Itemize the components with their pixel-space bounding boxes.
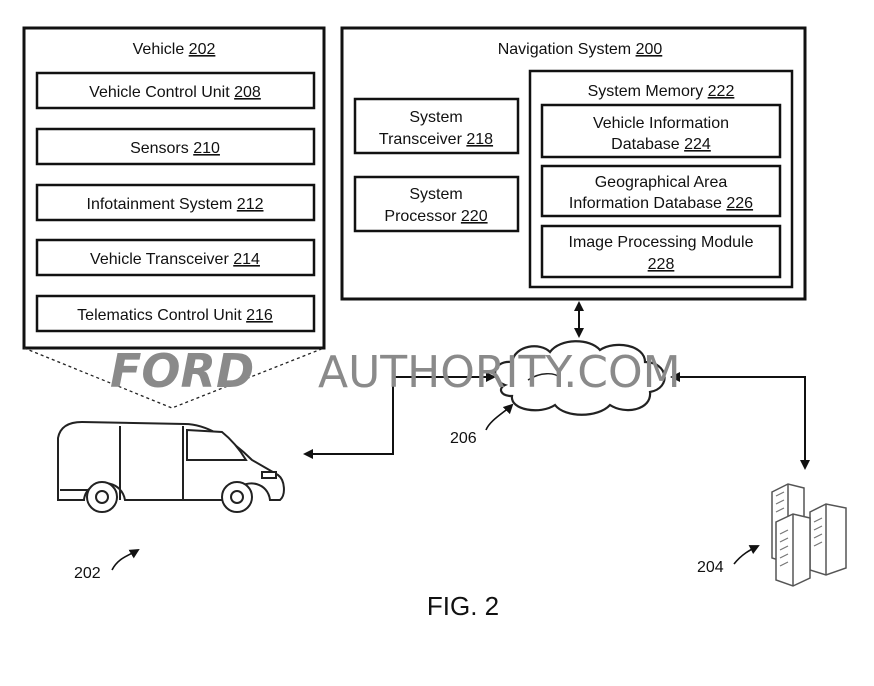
network-ref-label: 206 [450,430,477,447]
geo-area-db-box [540,164,782,218]
vehicle-control-unit-box [35,71,316,110]
navigation-system-block: Navigation System 200 System Transceiver… [340,26,807,301]
vehicle-block: Vehicle 202 Vehicle Control Unit 208 Sen… [22,26,326,350]
telematics-box [35,294,316,333]
cloud-detail-line [527,373,561,381]
watermark-light: AUTHORITY.COM [318,347,681,398]
geo-area-db-line2: Information Database 226 [569,195,753,212]
telematics-label: Telematics Control Unit 216 [77,307,273,324]
server-ref-label: 204 [697,559,724,576]
vehicle-title: Vehicle 202 [133,41,216,58]
infotainment-box [35,183,316,222]
system-transceiver-line2: Transceiver 218 [379,131,493,148]
image-processing-module-ref: 228 [648,256,675,273]
van-ref-label: 202 [74,565,101,582]
navigation-title: Navigation System 200 [498,41,663,58]
network-server-arrow [670,372,810,470]
watermark-bold: FORD [110,344,254,398]
vehicle-transceiver-label: Vehicle Transceiver 214 [90,251,260,268]
system-processor-box [353,175,520,233]
network-ref-leader [485,403,514,431]
vehicle-control-unit-label: Vehicle Control Unit 208 [89,84,261,101]
system-processor-line1: System [409,186,462,203]
image-processing-module-line1: Image Processing Module [569,234,754,251]
infotainment-label: Infotainment System 212 [87,196,264,213]
vehicle-info-db-box [540,103,782,159]
system-processor-line2: Processor 220 [384,208,487,225]
server-icon [771,483,847,587]
cloud-icon [494,340,666,416]
van-icon [57,420,285,513]
vehicle-transceiver-box [35,238,316,277]
vehicle-info-db-line1: Vehicle Information [593,115,729,132]
network-van-arrow [303,372,496,459]
sensors-box [35,127,316,166]
server-ref-leader [733,545,760,565]
figure-caption: FIG. 2 [427,591,499,621]
vehicle-info-db-line2: Database 224 [611,136,711,153]
van-ref-leader [111,548,140,571]
system-transceiver-box [353,97,520,155]
system-memory-title: System Memory 222 [588,83,735,100]
sensors-label: Sensors 210 [130,140,220,157]
system-transceiver-line1: System [409,109,462,126]
geo-area-db-line1: Geographical Area [595,174,728,191]
image-processing-module-box [540,224,782,279]
watermark: FORD AUTHORITY.COM [110,344,681,398]
